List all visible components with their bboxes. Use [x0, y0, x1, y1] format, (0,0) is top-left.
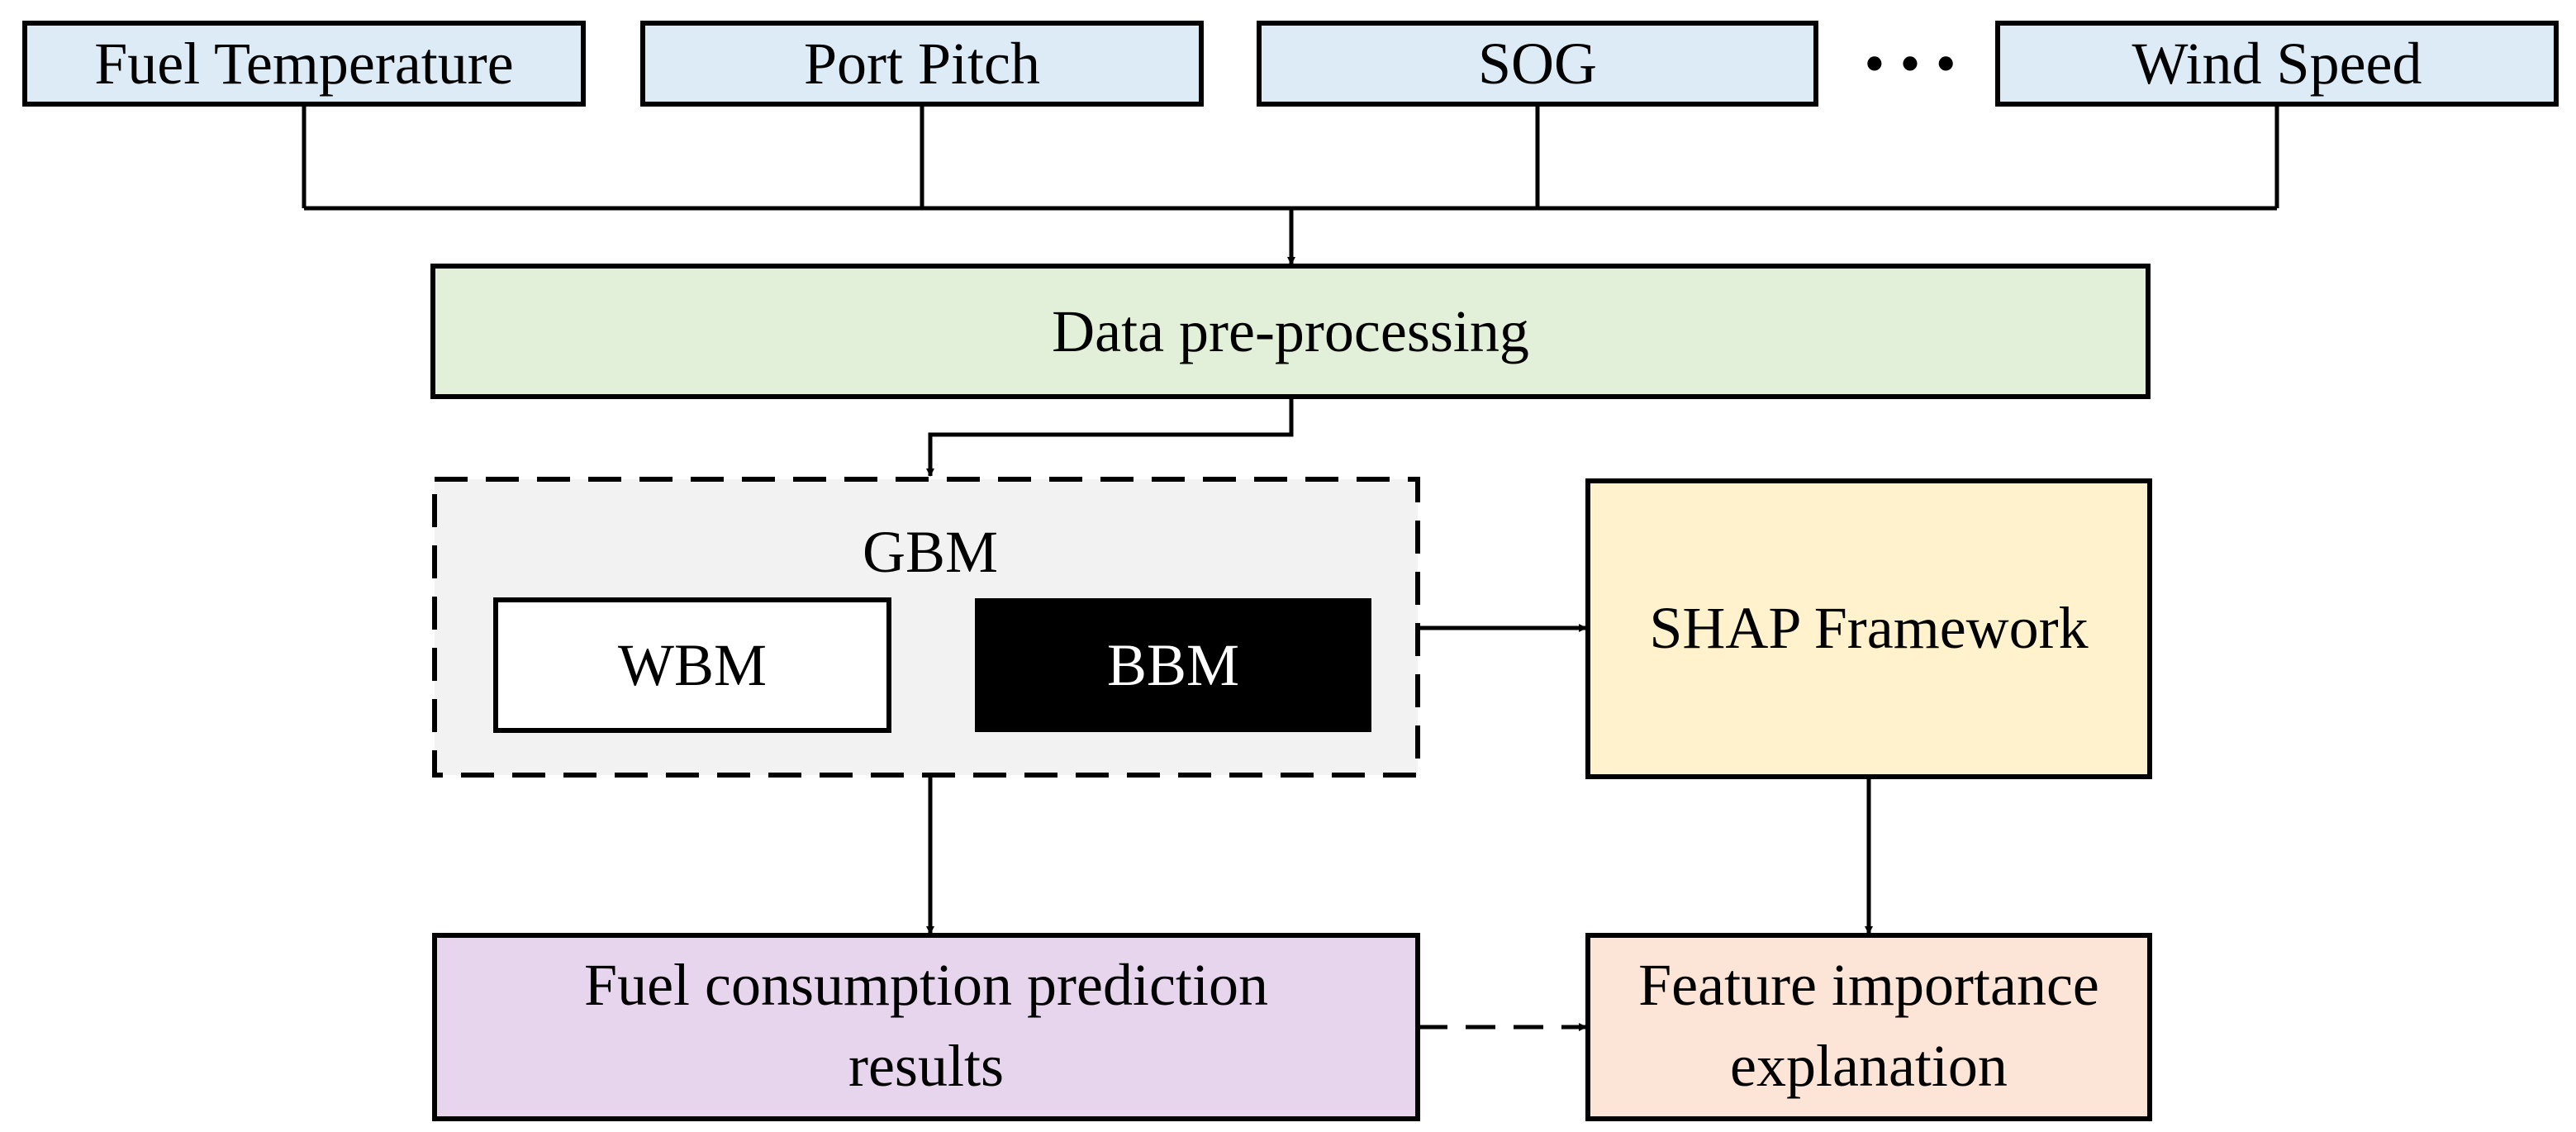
input-label-wind-speed: Wind Speed: [2132, 31, 2422, 97]
input-label-port-pitch: Port Pitch: [804, 31, 1040, 97]
bbm-label: BBM: [1107, 632, 1239, 698]
wbm-box: WBM: [493, 597, 891, 733]
prediction-label-line2: results: [848, 1033, 1004, 1099]
input-label-fuel-temperature: Fuel Temperature: [94, 31, 513, 97]
prediction-label-line1: Fuel consumption prediction: [584, 952, 1268, 1018]
input-label-sog: SOG: [1478, 31, 1597, 97]
shap-label: SHAP Framework: [1649, 595, 2088, 661]
preprocessing-box: Data pre-processing: [430, 264, 2151, 399]
input-connectors: [302, 104, 2279, 211]
preprocessing-label: Data pre-processing: [1052, 298, 1529, 364]
shap-box: SHAP Framework: [1585, 478, 2152, 779]
input-box-wind-speed: Wind Speed: [1995, 21, 2559, 107]
prediction-box: Fuel consumption prediction results: [432, 933, 1420, 1121]
wbm-label: WBM: [618, 632, 767, 698]
importance-box: Feature importance explanation: [1585, 933, 2152, 1121]
importance-label-line2: explanation: [1730, 1033, 2008, 1099]
arrow-preprocessing-to-gbm: [926, 397, 1294, 477]
gbm-label: GBM: [863, 519, 998, 585]
importance-label-line1: Feature importance: [1638, 952, 2099, 1018]
ellipsis: • • •: [1864, 31, 1956, 97]
input-box-sog: SOG: [1257, 21, 1818, 107]
bbm-box: BBM: [975, 598, 1371, 732]
input-box-fuel-temperature: Fuel Temperature: [22, 21, 586, 107]
input-box-port-pitch: Port Pitch: [640, 21, 1204, 107]
